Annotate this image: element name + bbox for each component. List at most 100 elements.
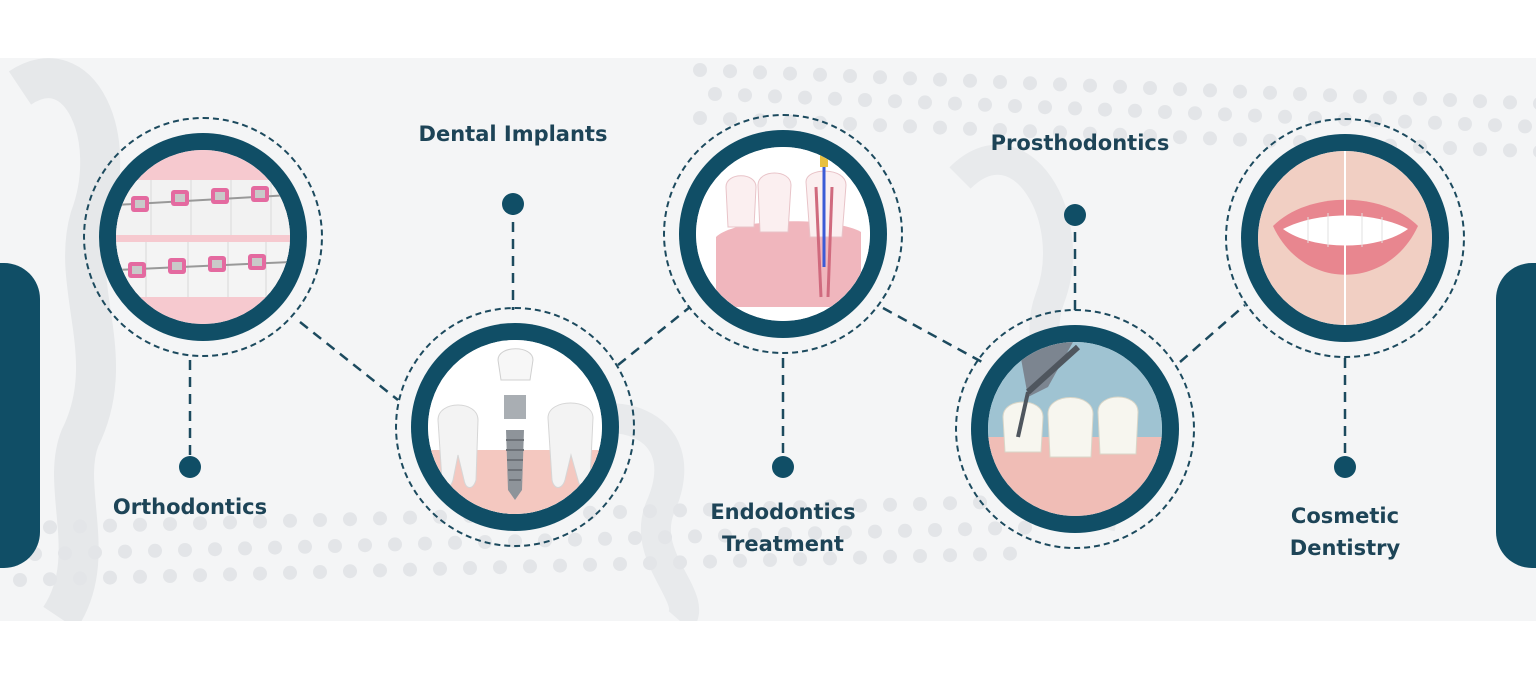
pattern-dot: [793, 552, 807, 567]
pattern-dot: [763, 553, 777, 567]
pattern-dot: [1113, 127, 1127, 142]
pattern-dot: [1218, 107, 1232, 122]
pattern-dot: [703, 554, 717, 569]
pattern-dot: [1518, 119, 1532, 134]
pattern-dot: [1128, 103, 1142, 118]
pattern-dot: [988, 521, 1002, 536]
pattern-dot: [913, 497, 927, 511]
teal-ring: [971, 325, 1179, 533]
pattern-dot: [613, 505, 627, 519]
pattern-dot: [583, 557, 597, 572]
teal-ring: [1241, 134, 1449, 342]
pattern-dot: [1203, 83, 1217, 98]
pattern-dot: [73, 571, 87, 586]
pattern-dot: [733, 501, 747, 516]
pattern-dot: [693, 111, 707, 125]
dashed-ring: [955, 309, 1195, 549]
pattern-dot: [73, 519, 87, 534]
pattern-dot: [888, 94, 902, 109]
pattern-dot: [1053, 125, 1067, 140]
pattern-dot: [1488, 118, 1502, 133]
pattern-dot: [1428, 115, 1442, 130]
pattern-dot: [738, 88, 752, 103]
pattern-dot: [613, 557, 627, 571]
pattern-dot: [853, 550, 867, 565]
pattern-dot: [403, 562, 417, 577]
pattern-dot: [1263, 85, 1277, 100]
pattern-dot: [883, 549, 897, 564]
pattern-dot: [13, 573, 27, 587]
pattern-dot: [643, 556, 657, 571]
service-dental-implants[interactable]: [395, 307, 635, 547]
dashed-ring: [663, 114, 903, 354]
pattern-dot: [43, 520, 57, 535]
pattern-dot: [1068, 101, 1082, 116]
pattern-dot: [553, 558, 567, 573]
pattern-dot: [283, 513, 297, 528]
pattern-dot: [783, 66, 797, 81]
service-prosthodontics[interactable]: [955, 309, 1195, 549]
pattern-dot: [193, 568, 207, 583]
pattern-dot: [948, 96, 962, 111]
service-orthodontics[interactable]: [83, 117, 323, 357]
pattern-dot: [598, 531, 612, 546]
pattern-dot: [103, 518, 117, 533]
pattern-dot: [1398, 114, 1412, 129]
pattern-dot: [1203, 131, 1217, 146]
pattern-dot: [208, 542, 222, 557]
pattern-dot: [808, 526, 822, 541]
pattern-dot: [823, 499, 837, 514]
pattern-dot: [943, 496, 957, 511]
pattern-dot: [313, 513, 327, 527]
pattern-dot: [1173, 82, 1187, 97]
service-cosmetic-dentistry[interactable]: [1225, 118, 1465, 358]
pattern-dot: [723, 112, 737, 127]
node-dot-cosmetic: [1334, 456, 1356, 478]
pattern-dot: [853, 498, 867, 513]
pattern-dot: [223, 567, 237, 582]
pattern-dot: [843, 117, 857, 131]
pattern-dot: [903, 71, 917, 86]
pattern-dot: [1503, 143, 1517, 158]
pattern-dot: [313, 565, 327, 579]
pattern-dot: [1098, 102, 1112, 117]
pattern-dot: [523, 559, 537, 574]
pattern-dot: [388, 537, 402, 552]
label-line: Prosthodontics: [990, 131, 1170, 155]
pattern-dot: [873, 70, 887, 85]
pattern-dot: [763, 501, 777, 515]
label-line: Cosmetic: [1290, 504, 1400, 528]
label-line: Dentistry: [1289, 536, 1401, 560]
pattern-dot: [768, 89, 782, 104]
pattern-dot: [963, 73, 977, 88]
pattern-dot: [963, 121, 977, 136]
pattern-dot: [1158, 105, 1172, 119]
pattern-dot: [1458, 117, 1472, 131]
pattern-dot: [418, 536, 432, 551]
pattern-dot: [88, 545, 102, 560]
pattern-dot: [868, 524, 882, 539]
pattern-dot: [933, 120, 947, 135]
pattern-dot: [873, 118, 887, 133]
pattern-dot: [943, 548, 957, 563]
pattern-dot: [373, 511, 387, 526]
label-line: Treatment: [722, 532, 844, 556]
pattern-dot: [193, 516, 207, 531]
pattern-dot: [1533, 145, 1536, 158]
service-endodontics-treatment[interactable]: [663, 114, 903, 354]
label-line: Endodontics: [710, 500, 856, 524]
pattern-dot: [1383, 90, 1397, 105]
pattern-dot: [658, 530, 672, 545]
pattern-dot: [973, 547, 987, 562]
pattern-dot: [993, 75, 1007, 89]
pattern-dot: [918, 95, 932, 110]
pattern-dot: [568, 532, 582, 547]
pattern-dot: [978, 97, 992, 112]
pattern-dot: [118, 544, 132, 559]
pattern-dot: [253, 566, 267, 581]
node-dot-endodontics: [772, 456, 794, 478]
pattern-dot: [838, 525, 852, 540]
teal-ring: [411, 323, 619, 531]
pattern-dot: [823, 551, 837, 566]
